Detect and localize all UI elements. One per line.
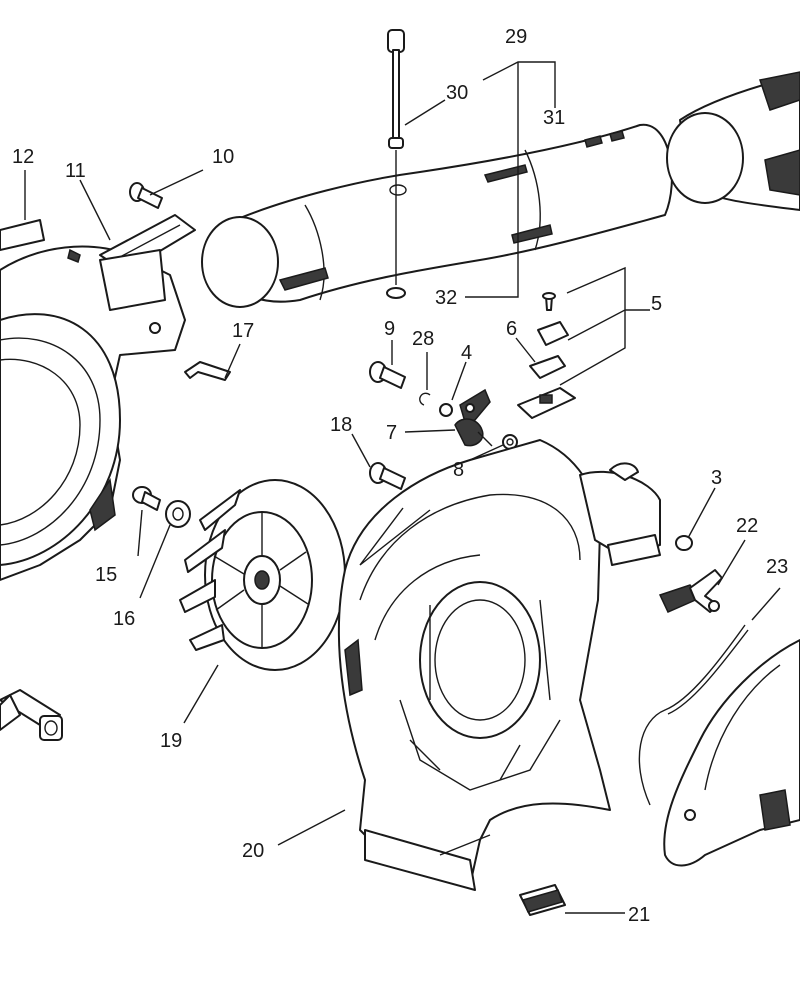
rubber-foot-21 xyxy=(519,884,566,916)
screw-18 xyxy=(369,462,406,490)
callout-29: 29 xyxy=(505,26,527,48)
callout-10: 10 xyxy=(212,146,234,168)
callout-19: 19 xyxy=(160,730,182,752)
washer-16 xyxy=(165,500,191,528)
callout-3: 3 xyxy=(711,467,722,489)
clip-17 xyxy=(149,322,231,381)
washer-4 xyxy=(439,388,491,423)
callout-15: 15 xyxy=(95,564,117,586)
callout-21: 21 xyxy=(628,904,650,926)
spark-plug-wrench xyxy=(0,689,63,741)
lever-7 xyxy=(454,418,493,447)
callout-28: 28 xyxy=(412,328,434,350)
callout-6: 6 xyxy=(506,318,517,340)
callout-31: 31 xyxy=(543,107,565,129)
outlet-elbow xyxy=(579,462,661,566)
callout-12: 12 xyxy=(12,146,34,168)
throttle-wire-23 xyxy=(638,624,749,806)
callout-22: 22 xyxy=(736,515,758,537)
leader-lines xyxy=(24,61,781,914)
callout-labels: 29 30 31 12 10 11 32 5 9 28 6 4 17 7 8 1… xyxy=(12,26,788,926)
blower-pipe xyxy=(201,123,673,308)
callout-17: 17 xyxy=(232,320,254,342)
callout-11: 11 xyxy=(65,160,86,182)
bolt-15 xyxy=(132,486,161,511)
nut-3 xyxy=(675,535,693,551)
callout-30: 30 xyxy=(446,82,468,104)
screw-9 xyxy=(369,361,406,389)
ring-28 xyxy=(419,392,431,406)
callout-32: 32 xyxy=(435,287,457,309)
callout-23: 23 xyxy=(766,556,788,578)
main-housing-20 xyxy=(337,439,611,891)
callout-20: 20 xyxy=(242,840,264,862)
fan-housing-cover xyxy=(0,214,196,581)
callout-5: 5 xyxy=(651,293,662,315)
screw-10 xyxy=(129,182,163,209)
callout-9: 9 xyxy=(384,318,395,340)
callout-4: 4 xyxy=(461,342,472,364)
pin-rod-30 xyxy=(386,29,406,299)
callout-7: 7 xyxy=(386,422,397,444)
handle-housing xyxy=(663,639,800,867)
switch-assembly-5 xyxy=(517,292,576,419)
callout-18: 18 xyxy=(330,414,352,436)
fan-impeller-19 xyxy=(179,479,346,671)
decal-12 xyxy=(0,219,45,251)
callout-8: 8 xyxy=(453,459,464,481)
callout-16: 16 xyxy=(113,608,135,630)
throttle-lever-22 xyxy=(658,569,723,613)
connector-tube xyxy=(666,71,800,211)
